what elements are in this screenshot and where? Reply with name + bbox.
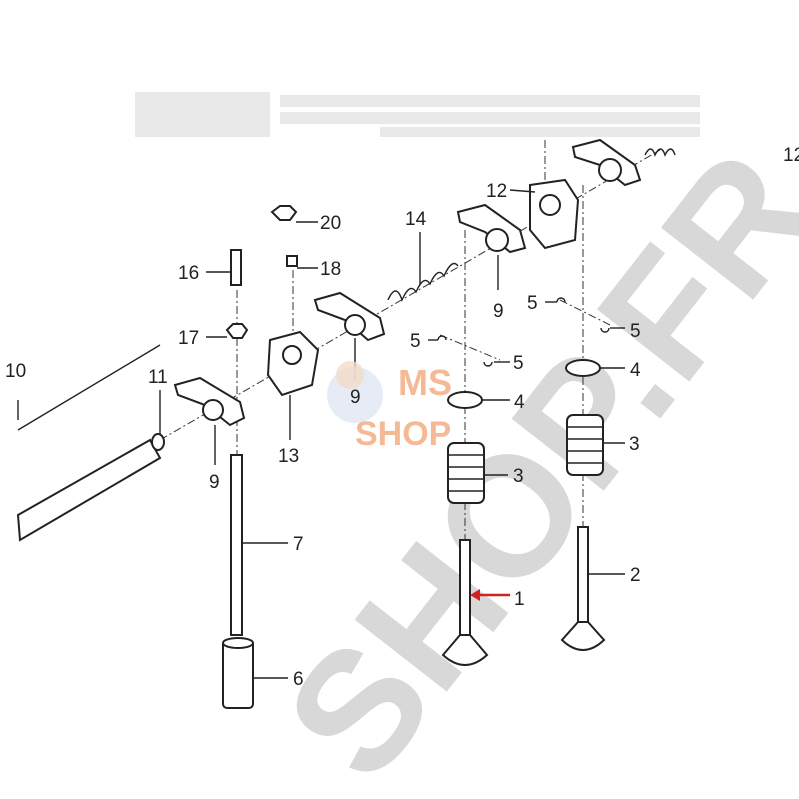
svg-text:SHOP: SHOP (355, 415, 451, 453)
valve-springs (447, 414, 604, 504)
callout-9: 9 (350, 387, 361, 408)
callout-4: 4 (630, 360, 641, 381)
callout-6: 6 (293, 669, 304, 690)
callout-11: 11 (148, 367, 168, 388)
rocker-arms (173, 138, 642, 427)
retainer-4b (565, 359, 601, 377)
callout-5: 5 (527, 293, 538, 314)
callout-5: 5 (410, 331, 421, 352)
red-arrow-indicator (470, 589, 510, 601)
valves (441, 526, 606, 666)
callout-20: 20 (320, 213, 341, 234)
callout-13: 13 (278, 446, 299, 467)
callout-16: 16 (178, 263, 199, 284)
svg-text:MS: MS (398, 362, 452, 403)
callout-3: 3 (629, 434, 640, 455)
callout-labels: 12 12 20 14 16 18 9 5 5 5 5 17 11 10 9 4… (5, 145, 799, 690)
callout-9: 9 (209, 472, 220, 493)
callout-18: 18 (320, 259, 341, 280)
nut-20 (270, 205, 298, 221)
retainer-4a (447, 391, 483, 409)
tappet-6 (222, 639, 254, 709)
blurred-header (135, 92, 700, 137)
callout-12: 12 (486, 181, 507, 202)
callout-10: 10 (5, 361, 26, 382)
callout-2: 2 (630, 565, 641, 586)
callout-7: 7 (293, 534, 304, 555)
callout-9: 9 (493, 301, 504, 322)
pushrod-7 (230, 454, 243, 636)
callout-4: 4 (514, 392, 525, 413)
callout-5: 5 (513, 353, 524, 374)
callout-3: 3 (513, 466, 524, 487)
callout-17: 17 (178, 328, 199, 349)
ms-shop-logo: MS SHOP (327, 361, 452, 453)
spring-14 (387, 262, 459, 302)
rocker-shaft (16, 344, 165, 542)
callout-12: 12 (783, 145, 799, 166)
callout-5: 5 (630, 321, 641, 342)
callout-1: 1 (514, 589, 525, 610)
callout-14: 14 (405, 209, 427, 230)
